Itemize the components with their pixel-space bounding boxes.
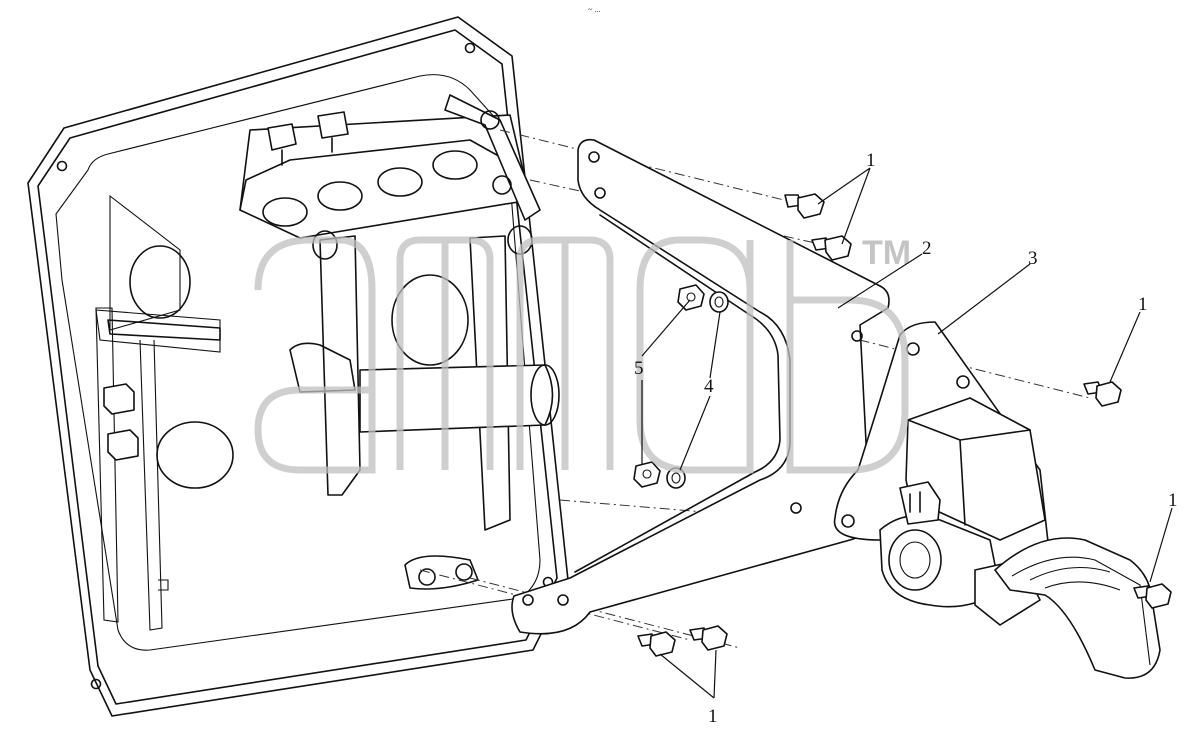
bolt-lower-b [689,625,728,651]
bolt-upper-a [784,193,825,219]
bolt-lower-a [637,631,676,657]
bolt-right [1083,381,1122,407]
upper-pivot-bracket [239,94,541,239]
bolt-upper-b [811,235,852,261]
part-1-bolts [637,193,1172,657]
callout-4: 4 [704,376,714,397]
part-3-pedal-module [833,321,1161,679]
callout-1-lower: 1 [708,706,718,727]
left-stud-bolts [103,383,139,461]
callout-labels: 1 2 3 1 5 4 1 1 [634,150,1178,727]
part-5-nuts [633,284,705,488]
callout-2: 2 [922,238,932,259]
callout-1-pedal: 1 [1168,490,1178,511]
leader-lines [641,167,1173,699]
bolt-pedal [1133,583,1172,609]
watermark: TM [254,234,911,474]
part-2-bracket-plate [511,138,890,635]
callout-3: 3 [1028,248,1038,269]
header-mark: ~ ... [588,5,600,14]
callout-1-upper: 1 [866,150,876,171]
base-plate-inner-features [95,194,234,631]
callout-1-right: 1 [1138,294,1148,315]
callout-5: 5 [634,358,644,379]
